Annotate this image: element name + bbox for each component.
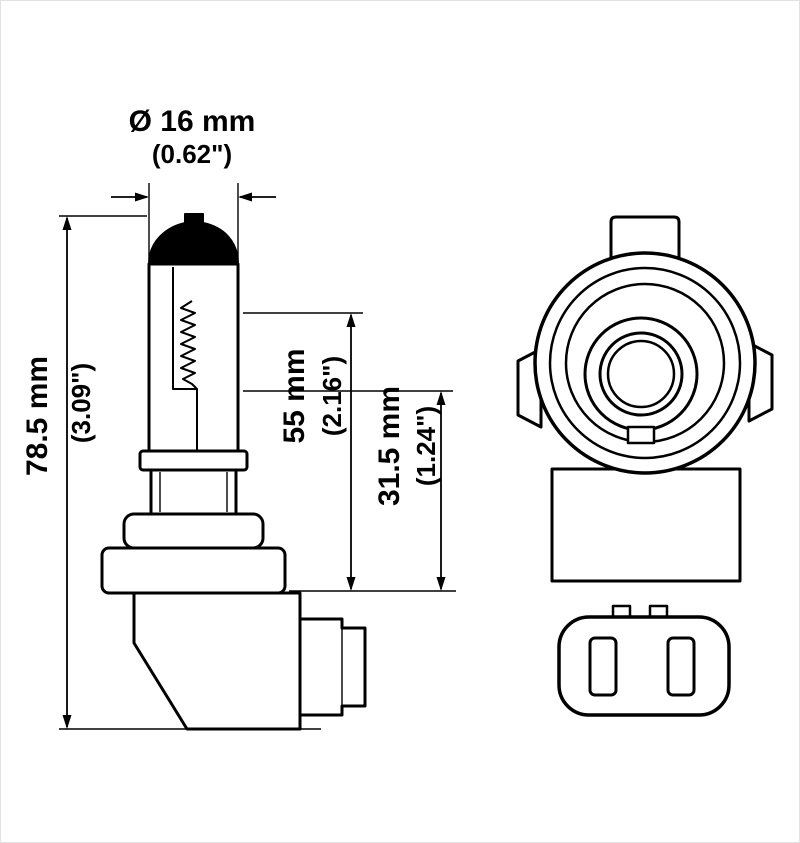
bulb-base [100, 546, 287, 595]
dim-base-in-label: (1.24") [411, 406, 441, 486]
bulb-side-view [100, 213, 367, 731]
front-connector-slot-left [588, 636, 618, 697]
front-base [550, 467, 742, 583]
front-connector-slot-right [666, 636, 696, 697]
front-holder-key-notch [626, 425, 656, 445]
dim-overall-in-label: (3.09") [66, 363, 96, 443]
front-holder-tube-inner [606, 339, 676, 409]
dim-bulb-in-label: (2.16") [317, 356, 347, 436]
dim-base-arrow-top [436, 391, 446, 405]
dim-base-arrow-bottom [436, 577, 446, 591]
bulb-black-tip [148, 213, 239, 265]
dim-diameter-arrow-left [135, 192, 149, 202]
dim-overall-arrow-top [62, 216, 72, 230]
front-middle-ring [548, 266, 742, 460]
front-connector [557, 615, 731, 717]
dim-diameter-mm-label: Ø 16 mm [129, 105, 256, 138]
dim-overall-mm-label: 78.5 mm [21, 356, 54, 476]
dimension-base-length: 31.5 mm (1.24") [243, 386, 453, 591]
bulb-filament-support [172, 267, 198, 451]
dimension-bulb-length: 55 mm (2.16") [243, 312, 456, 592]
dim-diameter-arrow-right [238, 192, 252, 202]
dim-overall-arrow-bottom [62, 715, 72, 729]
dim-diameter-in-label: (0.62") [152, 139, 232, 169]
dimension-diameter: Ø 16 mm (0.62") [111, 105, 276, 259]
bulb-neck [149, 468, 238, 516]
bulb-filament-coil [180, 300, 198, 390]
front-holder-tube-outer [598, 331, 684, 417]
bulb-glass [147, 262, 240, 453]
bulb-collar [138, 449, 249, 472]
bulb-connector-housing [132, 591, 302, 731]
dim-bulb-arrow-bottom [346, 577, 356, 591]
dim-bulb-mm-label: 55 mm [278, 348, 311, 443]
dim-base-mm-label: 31.5 mm [373, 386, 406, 506]
bulb-front-view [516, 215, 774, 717]
bulb-connector-plug [298, 617, 367, 717]
front-top-tab [609, 215, 681, 259]
dimension-overall-length: 78.5 mm (3.09") [21, 215, 321, 730]
bulb-flange [122, 512, 265, 550]
dim-bulb-arrow-top [346, 313, 356, 327]
